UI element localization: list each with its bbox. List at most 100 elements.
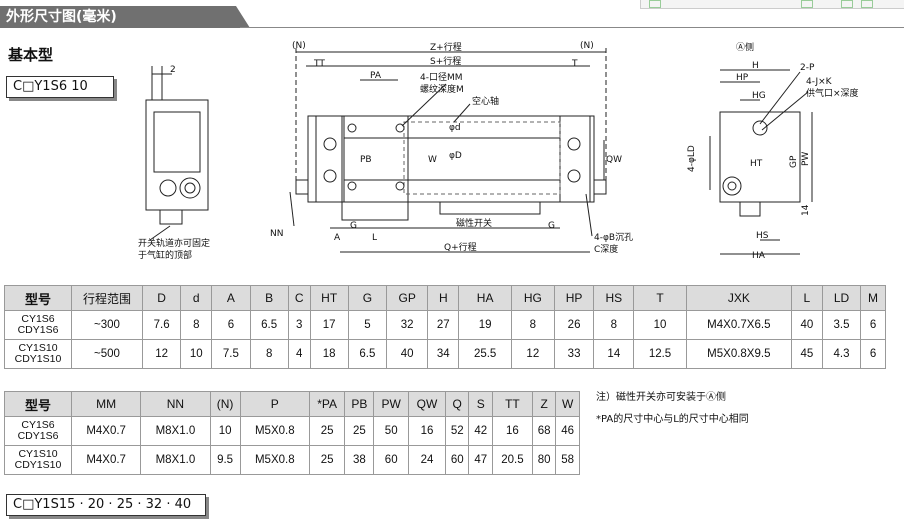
header-divider [240, 27, 904, 28]
table-header-cell: P [239, 391, 310, 417]
dim-label: HA [752, 251, 766, 261]
table-header-cell: MM [70, 391, 142, 417]
dim-label: G [548, 221, 555, 231]
table-cell: 25.5 [458, 339, 512, 369]
dim-label: 4-φLD [687, 145, 697, 172]
table-cell: 16 [408, 416, 446, 446]
dim-label: (N) [292, 41, 306, 51]
table-cell: 5 [347, 310, 388, 340]
table-header-cell: 行程范围 [71, 285, 143, 311]
control-icon[interactable] [801, 0, 813, 8]
control-icon[interactable] [649, 0, 661, 8]
rail-note-line-1: 开关轨道亦可固定 [138, 237, 210, 249]
table-cell: 10 [209, 416, 241, 446]
dim-label: PB [360, 155, 372, 165]
dim-label: QW [606, 155, 622, 165]
table-cell: 45 [790, 339, 823, 369]
table-header-cell: D [141, 285, 182, 311]
table-cell: 38 [344, 445, 375, 475]
table-cell: 52 [444, 416, 470, 446]
dim-label: (N) [580, 41, 594, 51]
table-cell: 60 [373, 445, 410, 475]
table-cell: 6 [211, 310, 251, 340]
model-box-basic: C□Y1S6 10 [6, 76, 114, 98]
dim-label: Q+行程 [444, 241, 477, 253]
table-cell: 68 [531, 416, 557, 446]
dim-label: W [428, 155, 437, 165]
table-cell: M4X0.7 [70, 416, 142, 446]
table-header-cell: W [555, 391, 580, 417]
table-cell: M4X0.7X6.5 [685, 310, 792, 340]
table-cell: 6 [860, 310, 886, 340]
table-cell: 60 [444, 445, 470, 475]
table-cell: 9.5 [209, 445, 241, 475]
table-header-cell: T [633, 285, 687, 311]
table-header-cell: GP [386, 285, 429, 311]
table-header-cell: PW [373, 391, 410, 417]
leader-cb [585, 193, 593, 237]
table-header-cell: HT [309, 285, 349, 311]
model-line: CY1S6 [21, 419, 55, 431]
dim-label: 2 [170, 65, 176, 75]
table-cell: 8 [593, 310, 635, 340]
table-cell: 6 [860, 339, 886, 369]
dim-label: T [571, 59, 578, 69]
table-cell: M4X0.7 [70, 445, 142, 475]
table-header-cell: d [180, 285, 213, 311]
port-circle [159, 179, 177, 197]
port-label-2: 螺纹深度M [420, 83, 464, 95]
control-icon[interactable] [841, 0, 853, 8]
dimension-table-1: 型号 行程范围 D d A B C HT G GP H HA HG HP HS … [4, 285, 886, 369]
table-cell: 14 [593, 339, 635, 369]
table-header-cell: HP [553, 285, 595, 311]
dim-label: HT [750, 159, 763, 169]
model-line: CY1S10 [18, 342, 58, 354]
window-top-controls [640, 0, 904, 9]
table-cell: 46 [555, 416, 580, 446]
dim-label: G [350, 221, 357, 231]
dim-label: φd [449, 123, 461, 133]
table-cell: 25 [344, 416, 375, 446]
dim-label: 4-J×K [806, 77, 833, 87]
table-cell: 4.3 [821, 339, 862, 369]
port-circle [179, 177, 201, 199]
end-view-body [719, 111, 801, 203]
table-cell: 80 [531, 445, 557, 475]
rail-bracket [159, 209, 183, 225]
table-cell: M5X0.8 [239, 416, 310, 446]
front-slider [341, 115, 409, 221]
table-cell: 40 [790, 310, 823, 340]
leader-nn [289, 191, 295, 227]
table-cell: 6.5 [249, 310, 289, 340]
table-header-cell: (N) [209, 391, 241, 417]
cb-label-1: 4-φB沉孔 [594, 232, 633, 243]
table-header-cell: TT [492, 391, 533, 417]
note-leader [149, 225, 171, 241]
control-icon[interactable] [861, 0, 873, 8]
table-header-cell: H [427, 285, 460, 311]
rail-note-line-2: 于气缸的顶部 [138, 249, 192, 261]
table-cell: 26 [553, 310, 595, 340]
table-header-cell: C [287, 285, 311, 311]
dim-label: TT [313, 59, 325, 69]
table-cell: 42 [468, 416, 493, 446]
table-cell: 33 [553, 339, 595, 369]
table-header-cell: LD [821, 285, 862, 311]
dim-label: NN [270, 229, 283, 239]
dim-label: φD [449, 151, 462, 161]
front-endcap-left [315, 115, 345, 203]
table-cell: 3 [287, 310, 311, 340]
table-cell: M5X0.8 [239, 445, 310, 475]
dim-label: PA [370, 71, 382, 81]
dim-label: GP [789, 155, 799, 168]
table-header-cell: B [249, 285, 289, 311]
dim-label: HG [752, 91, 766, 101]
table-cell: 25 [308, 416, 346, 446]
table-header-cell: 型号 [4, 391, 72, 417]
